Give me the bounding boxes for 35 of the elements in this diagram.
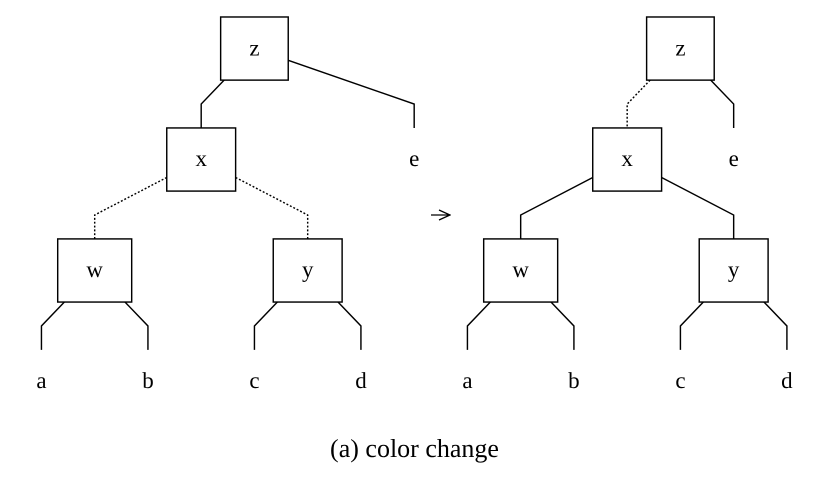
connector <box>710 80 734 128</box>
connector <box>466 302 491 350</box>
node-box: z <box>646 16 715 81</box>
connector <box>550 302 575 350</box>
connector <box>288 60 415 128</box>
node-text: e <box>728 147 739 172</box>
connector <box>235 176 308 239</box>
node-text: d <box>355 369 367 394</box>
connector <box>254 302 278 350</box>
node-text: c <box>675 369 686 394</box>
node-text: b <box>142 369 154 394</box>
node-text: e <box>409 147 420 172</box>
node-box: w <box>482 238 558 303</box>
node-box: w <box>56 238 132 303</box>
node-box: y <box>698 238 769 303</box>
connector <box>124 302 149 350</box>
node-text: a <box>36 369 47 394</box>
caption: (a) color change <box>330 434 499 464</box>
connector <box>40 302 65 350</box>
connector <box>94 176 168 239</box>
connector <box>337 302 362 350</box>
node-text: a <box>462 369 473 394</box>
node-box: y <box>272 238 343 303</box>
connector <box>520 176 594 239</box>
node-text: c <box>249 369 260 394</box>
node-box: z <box>220 16 289 81</box>
connector <box>626 80 651 128</box>
node-box: x <box>592 127 662 192</box>
node-box: x <box>166 127 236 192</box>
node-text: d <box>781 369 793 394</box>
connector <box>680 302 704 350</box>
node-text: b <box>568 369 580 394</box>
connector <box>763 302 788 350</box>
connector <box>661 176 734 239</box>
connector <box>200 80 225 128</box>
